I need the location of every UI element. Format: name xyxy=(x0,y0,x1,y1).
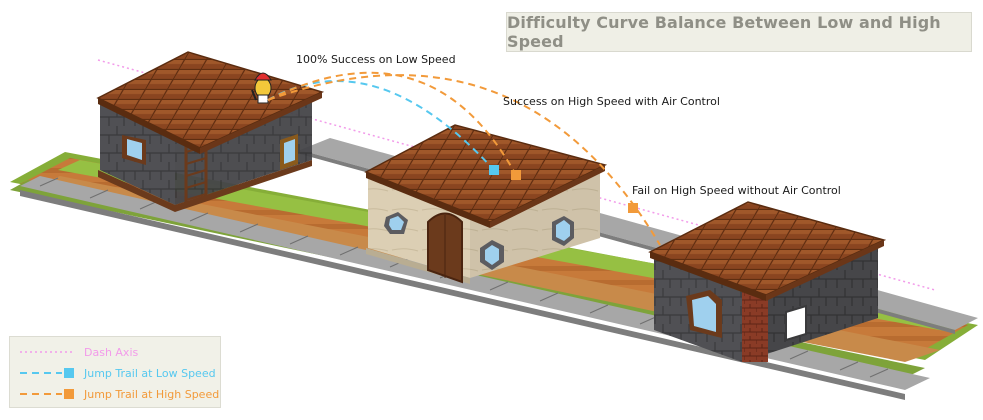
annotation-high-success: Success on High Speed with Air Control xyxy=(503,95,720,108)
window xyxy=(785,304,807,342)
landing-marker-low xyxy=(489,165,499,175)
legend: Dash Axis Jump Trail at Low Speed Jump T… xyxy=(9,336,221,408)
window xyxy=(480,240,504,270)
diagram-title: Difficulty Curve Balance Between Low and… xyxy=(506,12,972,52)
jump-trail-high-speed-success xyxy=(267,71,517,176)
legend-label: Jump Trail at High Speed xyxy=(84,388,220,401)
house-middle xyxy=(364,124,608,284)
legend-item-high-speed: Jump Trail at High Speed xyxy=(10,385,220,403)
window xyxy=(552,216,574,246)
dash-axis-swatch xyxy=(20,351,74,353)
door xyxy=(427,212,463,284)
character-sprite xyxy=(251,72,272,104)
legend-item-dash-axis: Dash Axis xyxy=(10,343,220,361)
landing-marker-high-fail xyxy=(628,203,638,213)
window xyxy=(280,134,298,170)
jump-trail-high-speed-fail xyxy=(267,74,661,246)
low-speed-swatch xyxy=(20,368,74,378)
house-left xyxy=(96,51,325,212)
annotation-high-fail: Fail on High Speed without Air Control xyxy=(632,184,841,197)
annotation-low-success: 100% Success on Low Speed xyxy=(296,53,456,66)
house-right xyxy=(648,201,887,362)
legend-item-low-speed: Jump Trail at Low Speed xyxy=(10,364,220,382)
high-speed-swatch xyxy=(20,389,74,399)
legend-label: Jump Trail at Low Speed xyxy=(84,367,216,380)
landing-marker-high-success xyxy=(511,170,521,180)
window xyxy=(122,135,146,165)
window xyxy=(384,212,408,234)
window xyxy=(686,290,722,338)
legend-label: Dash Axis xyxy=(84,346,139,359)
